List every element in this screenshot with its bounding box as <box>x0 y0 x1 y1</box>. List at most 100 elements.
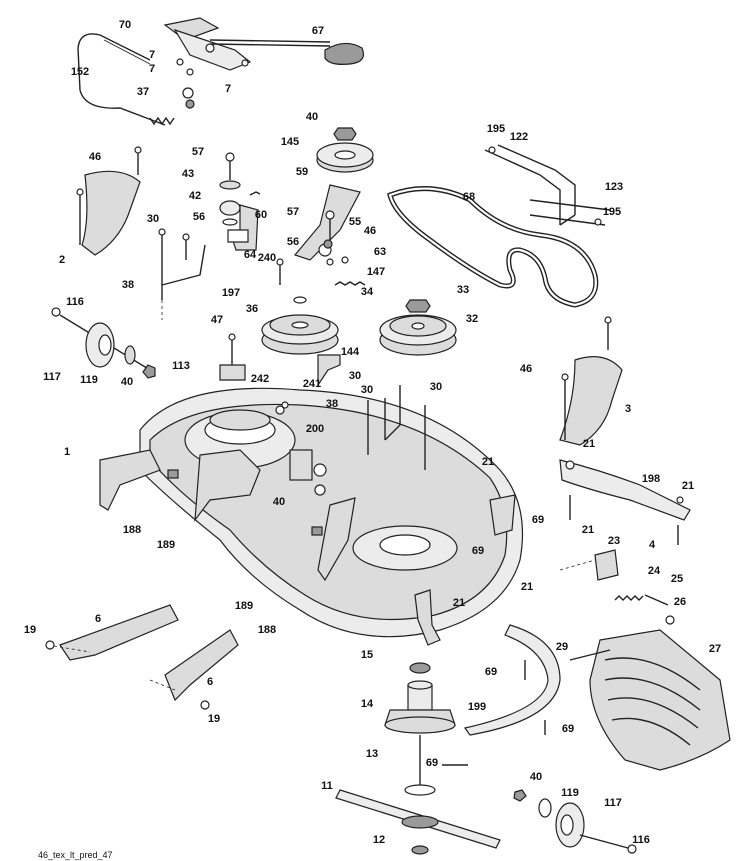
lift-cable-assembly <box>77 17 365 126</box>
callout-38: 38 <box>326 398 338 410</box>
callout-147: 147 <box>367 266 385 278</box>
callout-24: 24 <box>648 565 661 577</box>
spring-and-bolts <box>323 210 366 286</box>
callout-64: 64 <box>244 249 257 261</box>
callout-3: 3 <box>625 403 631 415</box>
callout-195: 195 <box>487 123 505 135</box>
callout-36: 36 <box>246 303 258 315</box>
callout-56: 56 <box>193 211 205 223</box>
gauge-wheel-right <box>513 789 637 854</box>
callout-7: 7 <box>149 63 155 75</box>
callout-200: 200 <box>306 423 324 435</box>
callout-113: 113 <box>172 360 190 372</box>
belt-guide-bracket <box>484 144 611 226</box>
callout-145: 145 <box>281 136 299 148</box>
callout-63: 63 <box>374 246 386 258</box>
callout-30: 30 <box>349 370 361 382</box>
callout-6: 6 <box>207 676 213 688</box>
callout-26: 26 <box>674 596 686 608</box>
callout-40: 40 <box>121 376 133 388</box>
callout-188: 188 <box>123 524 141 536</box>
callout-32: 32 <box>466 313 478 325</box>
callout-14: 14 <box>361 698 374 710</box>
callout-46: 46 <box>364 225 376 237</box>
callout-56: 56 <box>287 236 299 248</box>
callout-189: 189 <box>157 539 175 551</box>
callout-69: 69 <box>472 545 484 557</box>
callout-69: 69 <box>426 757 438 769</box>
callout-240: 240 <box>258 252 276 264</box>
callout-38: 38 <box>122 279 134 291</box>
callout-19: 19 <box>24 624 36 636</box>
pulley-32 <box>379 299 457 356</box>
callout-13: 13 <box>366 748 378 760</box>
callout-69: 69 <box>485 666 497 678</box>
spring-bracket-23-25 <box>559 549 675 625</box>
callout-40: 40 <box>306 111 318 123</box>
callout-21: 21 <box>521 581 533 593</box>
callout-7: 7 <box>225 83 231 95</box>
callout-34: 34 <box>361 286 374 298</box>
callout-15: 15 <box>361 649 373 661</box>
callout-23: 23 <box>608 535 620 547</box>
callout-11: 11 <box>321 780 333 792</box>
drive-belt <box>387 186 599 308</box>
main-pulley-36 <box>261 258 339 355</box>
callout-30: 30 <box>430 381 442 393</box>
spindle-assembly <box>335 662 501 855</box>
callout-189: 189 <box>235 600 253 612</box>
callout-47: 47 <box>211 314 223 326</box>
callout-30: 30 <box>361 384 373 396</box>
callout-46: 46 <box>520 363 532 375</box>
callout-29: 29 <box>556 641 568 653</box>
small-pulley-parts <box>219 152 261 251</box>
side-bracket-lower <box>149 629 239 710</box>
callout-59: 59 <box>296 166 308 178</box>
callout-21: 21 <box>582 524 594 536</box>
callout-40: 40 <box>530 771 542 783</box>
callout-117: 117 <box>604 797 622 809</box>
callout-117: 117 <box>43 371 61 383</box>
callout-40: 40 <box>273 496 285 508</box>
callout-69: 69 <box>562 723 574 735</box>
callout-68: 68 <box>463 191 475 203</box>
callout-67: 67 <box>312 25 324 37</box>
right-chute-3 <box>559 316 623 446</box>
callout-43: 43 <box>182 168 194 180</box>
idler-pulley-upper <box>316 127 374 173</box>
callout-46: 46 <box>89 151 101 163</box>
callout-119: 119 <box>561 787 579 799</box>
callout-197: 197 <box>222 287 240 299</box>
discharge-chute-27 <box>569 629 731 771</box>
callout-70: 70 <box>119 19 131 31</box>
footer-code: 46_tex_lt_pred_47 <box>38 850 113 860</box>
callout-152: 152 <box>71 66 89 78</box>
callout-116: 116 <box>66 296 84 308</box>
bracket-144-47 <box>219 333 341 387</box>
callout-4: 4 <box>649 539 656 551</box>
callout-116: 116 <box>632 834 650 846</box>
callout-33: 33 <box>457 284 469 296</box>
gauge-wheel-left <box>51 307 156 379</box>
callout-57: 57 <box>192 146 204 158</box>
callout-199: 199 <box>468 701 486 713</box>
callout-144: 144 <box>341 346 360 358</box>
left-chute-shield <box>76 146 142 256</box>
callout-25: 25 <box>671 573 683 585</box>
baffle-199 <box>463 624 561 736</box>
deflector-198 <box>559 459 691 545</box>
callout-57: 57 <box>287 206 299 218</box>
callout-242: 242 <box>251 373 269 385</box>
callout-198: 198 <box>642 473 660 485</box>
callout-119: 119 <box>80 374 98 386</box>
left-rod-bolts <box>158 228 206 320</box>
mower-deck <box>99 385 523 646</box>
callout-55: 55 <box>349 216 361 228</box>
callout-2: 2 <box>59 254 65 266</box>
callout-27: 27 <box>709 643 721 655</box>
side-bracket-upper <box>45 604 179 661</box>
callout-195: 195 <box>603 206 621 218</box>
callout-123: 123 <box>605 181 623 193</box>
